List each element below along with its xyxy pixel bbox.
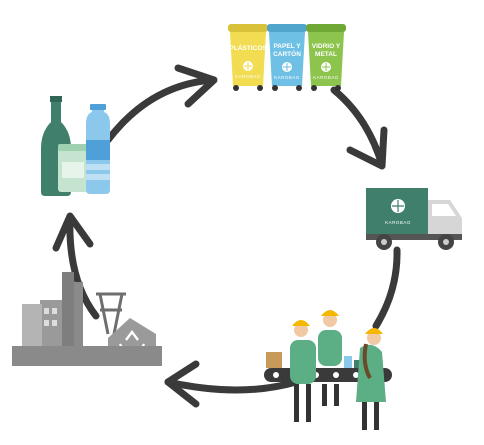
arrow-workers-to-factory bbox=[164, 378, 300, 394]
bin-glass-brand: KAROBAG bbox=[313, 75, 339, 80]
bin-glass-metal: VIDRIO Y METAL KAROBAG bbox=[306, 24, 346, 91]
recycling-bins: PLÁSTICOS KAROBAG PAPEL Y CARTÓN KAROBAG… bbox=[228, 24, 346, 91]
bin-paper-label-line2: CARTÓN bbox=[273, 49, 301, 58]
bin-paper-brand: KAROBAG bbox=[274, 75, 300, 80]
sorting-workers-illustration bbox=[264, 310, 392, 430]
bottles-illustration bbox=[41, 96, 110, 196]
truck-illustration: KAROBAG bbox=[366, 188, 462, 250]
bin-plastics-label: PLÁSTICOS bbox=[229, 43, 267, 52]
worker-left bbox=[290, 320, 316, 422]
arrow-truck-to-workers bbox=[372, 246, 401, 330]
arrow-head-factory bbox=[164, 360, 200, 408]
truck-brand: KAROBAG bbox=[385, 220, 411, 225]
arrow-bottles-to-bins bbox=[104, 76, 216, 144]
arrow-head-truck bbox=[346, 126, 388, 170]
bin-glass-label-line1: VIDRIO Y bbox=[312, 43, 341, 50]
cycle-arrows bbox=[52, 64, 401, 408]
bin-paper-label-line1: PAPEL Y bbox=[273, 43, 301, 50]
arrow-head-bottles bbox=[52, 212, 94, 252]
worker-middle bbox=[318, 310, 342, 406]
bin-glass-label-line2: METAL bbox=[315, 51, 337, 58]
arrow-head-bins bbox=[174, 64, 218, 108]
arrow-factory-to-bottles bbox=[66, 214, 100, 320]
factory-illustration bbox=[12, 272, 162, 366]
bin-plastics: PLÁSTICOS KAROBAG bbox=[228, 24, 268, 91]
bin-plastics-brand: KAROBAG bbox=[235, 74, 261, 79]
arrow-bins-to-truck bbox=[330, 86, 386, 169]
worker-right bbox=[356, 328, 386, 430]
bin-paper: PAPEL Y CARTÓN KAROBAG bbox=[267, 24, 307, 91]
